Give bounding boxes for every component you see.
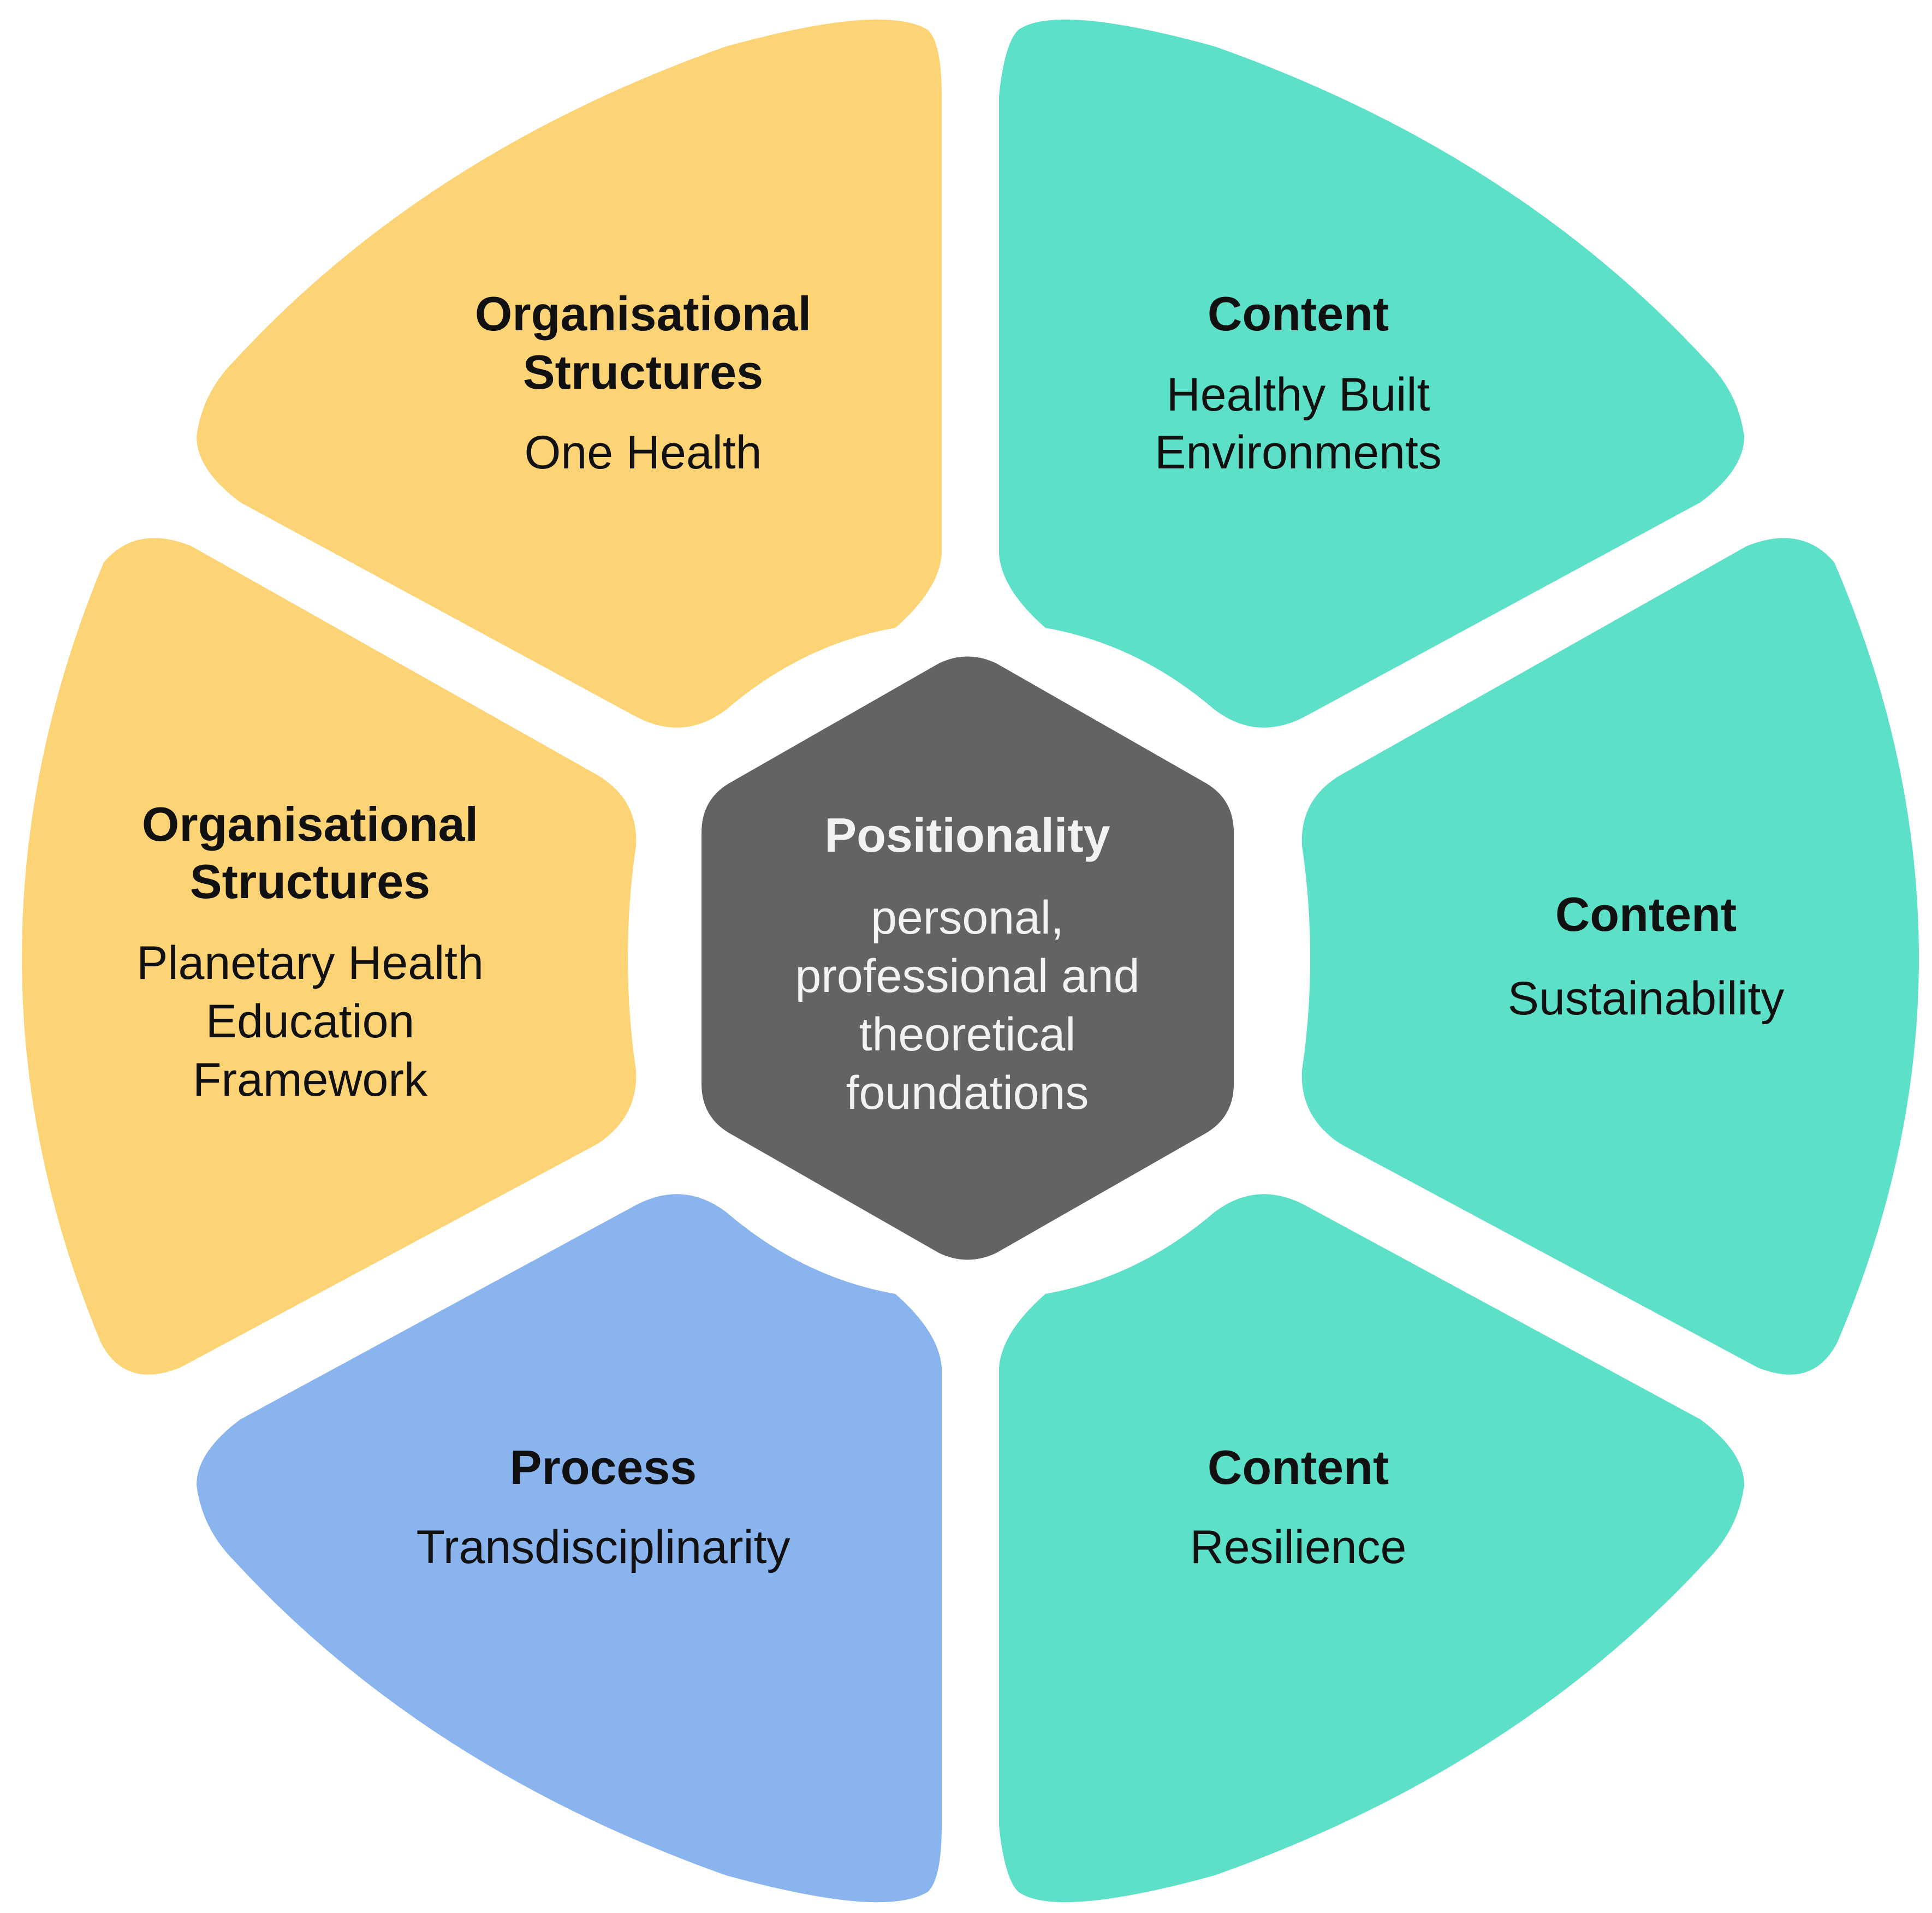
hub-line: personal,	[871, 892, 1064, 944]
segment-shape	[1301, 538, 1919, 1375]
segment-title-line: Organisational	[142, 797, 478, 851]
segment-shape	[197, 1194, 942, 1903]
segment-content-sustainability: Content Sustainability	[1301, 538, 1919, 1375]
segment-body-line: Transdisciplinarity	[416, 1521, 790, 1573]
segment-body-line: Environments	[1155, 426, 1442, 479]
segment-shape	[197, 19, 942, 728]
segment-shape	[999, 1194, 1744, 1903]
segment-body-line: One Health	[524, 426, 762, 479]
segment-body-line: Education	[206, 995, 415, 1048]
segment-process-transdisciplinarity: Process Transdisciplinarity	[197, 1194, 942, 1903]
segment-title-line: Organisational	[475, 287, 811, 341]
segment-body-line: Resilience	[1190, 1521, 1407, 1573]
segment-content-resilience: Content Resilience	[999, 1194, 1744, 1903]
segment-title-line: Structures	[523, 345, 763, 399]
hub-line: professional and	[795, 950, 1139, 1002]
center-hexagon	[702, 656, 1234, 1260]
hub-line: theoretical	[859, 1008, 1076, 1061]
segment-body-line: Framework	[193, 1054, 428, 1106]
segment-body-line: Healthy Built	[1167, 369, 1430, 421]
segment-body-line: Sustainability	[1508, 972, 1785, 1025]
segment-body-line: Planetary Health	[136, 937, 484, 989]
segment-organisational-one-health: Organisational Structures One Health	[197, 19, 942, 728]
segment-title-line: Structures	[190, 854, 430, 908]
hub-title: Positionality	[824, 808, 1110, 862]
segment-title-line: Content	[1208, 1440, 1389, 1494]
segment-title-line: Content	[1208, 287, 1389, 341]
hub-line: foundations	[846, 1067, 1089, 1119]
segment-shape	[22, 538, 637, 1375]
segment-title-line: Content	[1555, 887, 1737, 941]
segment-organisational-planetary-health: Organisational Structures Planetary Heal…	[22, 538, 637, 1375]
segment-content-healthy-built-environments: Content Healthy Built Environments	[999, 19, 1744, 728]
segment-shape	[999, 19, 1744, 728]
segment-title-line: Process	[510, 1440, 697, 1494]
center-hub-positionality: Positionality personal, professional and…	[702, 656, 1234, 1260]
